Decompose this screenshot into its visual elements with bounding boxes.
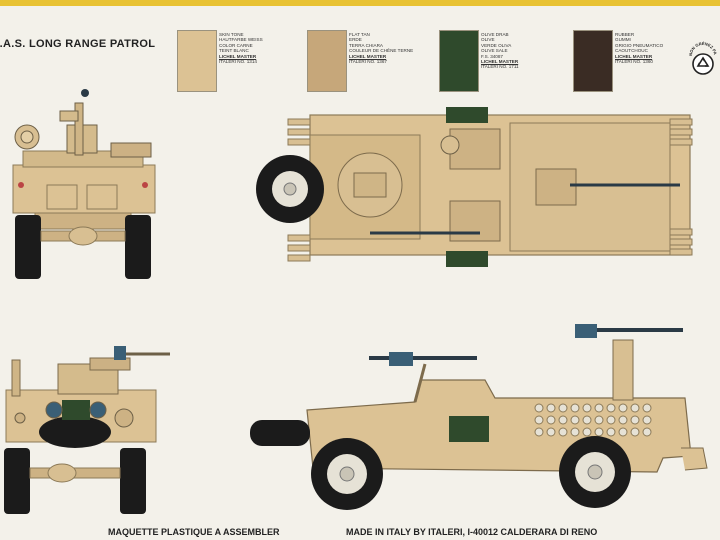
footer-right-text: MADE IN ITALY BY ITALERI, I-40012 CALDER… [346,527,598,537]
front-view-drawing [4,346,170,514]
side-view-drawing [250,324,708,510]
swatch-color [177,30,217,92]
rear-view-drawing [12,89,156,279]
swatch-color [307,30,347,92]
footer-left-text: MAQUETTE PLASTIQUE A ASSEMBLER [108,527,280,537]
swatch-color [439,30,479,92]
recycle-icon: NON GRÉNEZ PAS [687,36,718,76]
top-accent-bar [0,0,720,6]
page-title: S.A.S. LONG RANGE PATROL [0,38,156,50]
swatch-color [573,30,613,92]
top-view-drawing [256,107,693,267]
